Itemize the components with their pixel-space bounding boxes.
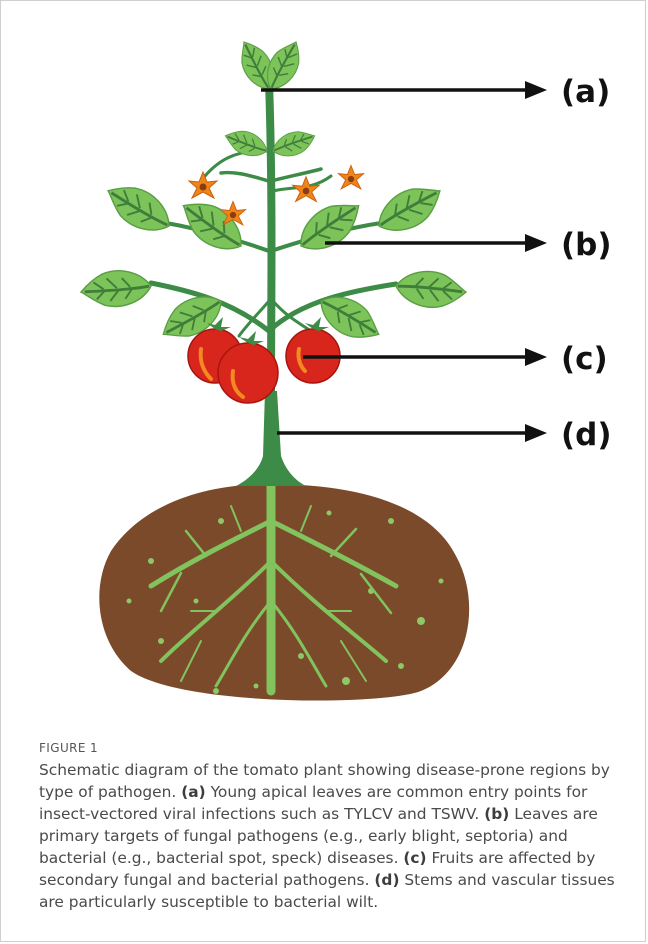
callout-label-c: (c)	[561, 341, 608, 377]
callout-b: (b)	[325, 227, 612, 263]
stem-base	[236, 391, 306, 486]
figure-label: FIGURE 1	[39, 741, 629, 755]
caption-marker-a: (a)	[181, 783, 205, 801]
caption-marker-c: (c)	[403, 849, 426, 867]
callout-c: (c)	[303, 341, 608, 377]
soil-mound	[99, 484, 469, 701]
caption-marker-d: (d)	[374, 871, 399, 889]
callout-label-b: (b)	[561, 227, 612, 263]
figure-caption: FIGURE 1 Schematic diagram of the tomato…	[39, 741, 629, 913]
callout-label-d: (d)	[561, 417, 612, 453]
tomato-plant-illustration: (a) (b) (c) (d)	[1, 1, 647, 721]
callout-d: (d)	[277, 417, 612, 453]
callout-label-a: (a)	[561, 74, 610, 110]
caption-marker-b: (b)	[484, 805, 509, 823]
stem	[151, 81, 396, 396]
callout-a: (a)	[261, 74, 610, 110]
caption-text: Schematic diagram of the tomato plant sh…	[39, 759, 629, 913]
